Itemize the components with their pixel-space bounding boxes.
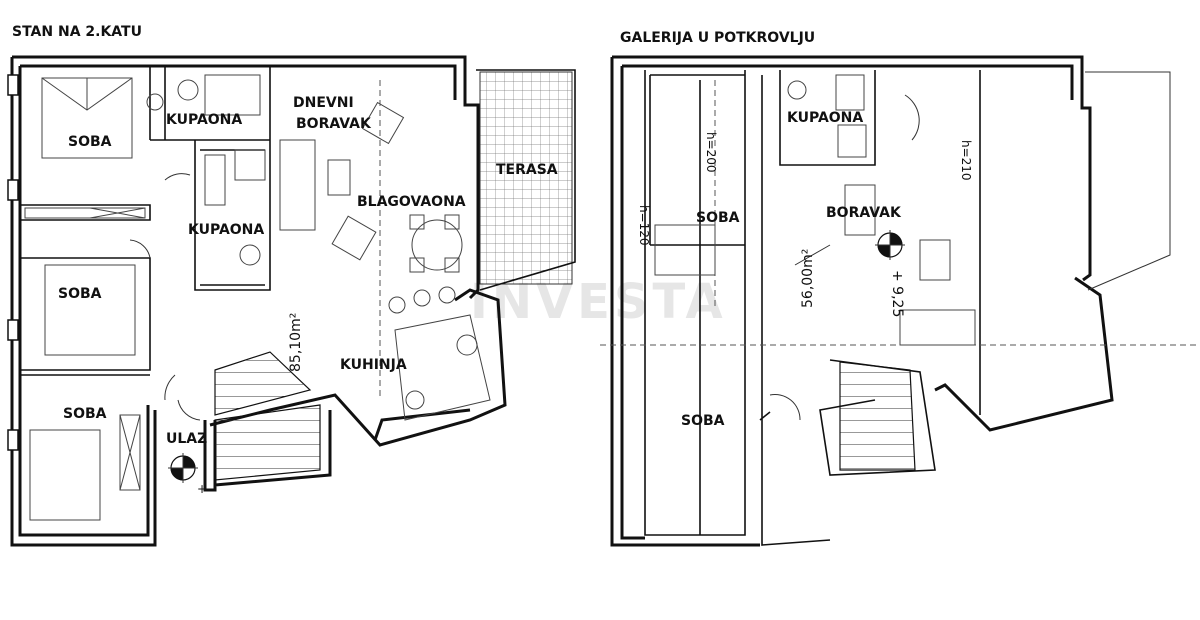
- attic-toilet: [787, 80, 807, 100]
- dining-table: [411, 219, 463, 271]
- attic-sofa: [844, 184, 876, 236]
- compass-left-cross: [168, 453, 198, 483]
- room-soba-attic-2: SOBA: [681, 413, 725, 429]
- bath-1-basin: [204, 74, 261, 116]
- level-right: + 9,25: [889, 270, 905, 317]
- coffee-table: [327, 159, 351, 196]
- room-kupaona-attic: KUPAONA: [787, 110, 863, 126]
- attic-bed-left: [654, 224, 716, 276]
- stairs-upper: [214, 351, 312, 416]
- area-left: 85,10m²: [288, 313, 304, 372]
- inner-wall-lower: [203, 288, 507, 492]
- room-ulaz: ULAZ: [166, 431, 207, 447]
- bed-3: [29, 429, 101, 521]
- room-soba-2: SOBA: [58, 286, 102, 302]
- area-right: 56,00m²: [800, 249, 816, 308]
- plan-2nd-floor: STAN NA 2.KATU: [7, 24, 576, 547]
- room-terasa: TERASA: [496, 162, 558, 178]
- plan-attic: GALERIJA U POTKROVLJU KUPAONA BORAVAK SO…: [600, 30, 1200, 547]
- bed-2: [44, 264, 136, 356]
- outer-wall-left: [10, 55, 480, 547]
- attic-stairs-rail: [819, 359, 936, 476]
- wall-pier-1: [7, 74, 19, 96]
- plus-marker: +: [197, 482, 207, 496]
- armchair-2: [331, 215, 377, 261]
- compass-right-cross: [875, 230, 905, 260]
- bar-stool-2: [413, 289, 431, 307]
- room-soba-attic-1: SOBA: [696, 210, 740, 226]
- chair-2: [444, 214, 460, 230]
- door-arcs: [129, 173, 201, 421]
- outer-wall-right: [610, 55, 1114, 547]
- wall-pier-2: [7, 179, 19, 201]
- attic-desk: [899, 309, 976, 346]
- interior-walls: [20, 66, 271, 376]
- stove: [456, 334, 478, 356]
- kitchen-counter: [394, 314, 491, 421]
- chair-1: [409, 214, 425, 230]
- wardrobe-2-lines: [119, 414, 141, 491]
- room-soba-3: SOBA: [63, 406, 107, 422]
- bar-stool-1: [388, 296, 406, 314]
- sofa: [279, 139, 316, 231]
- wall-pier-4: [7, 429, 19, 451]
- chair-3: [409, 257, 425, 273]
- plan-title-right: GALERIJA U POTKROVLJU: [620, 30, 815, 46]
- terrace-grid: [479, 71, 573, 285]
- armchair-1: [361, 101, 405, 145]
- gallery-edges: [644, 70, 981, 546]
- room-dnevni: DNEVNI: [293, 95, 354, 111]
- wardrobe-1: [24, 207, 146, 219]
- chair-4: [444, 257, 460, 273]
- soba-inner: [649, 74, 745, 535]
- attic-stairs: [839, 361, 916, 471]
- room-kuhinja: KUHINJA: [340, 357, 407, 373]
- plan-title-left: STAN NA 2.KATU: [12, 24, 142, 40]
- room-boravak: BORAVAK: [296, 116, 372, 132]
- room-boravak-attic: BORAVAK: [826, 205, 902, 221]
- height-210: h=210: [959, 140, 973, 181]
- bath-2-toilet: [239, 244, 261, 266]
- bar-stool-3: [438, 286, 456, 304]
- wardrobe-1-lines: [89, 207, 146, 219]
- terrace-outline: [476, 69, 576, 291]
- room-blagovaona: BLAGOVAONA: [357, 194, 466, 210]
- bath-2-shower: [234, 149, 266, 181]
- attic-door-arcs: [769, 94, 920, 421]
- wall-pier-3: [7, 319, 19, 341]
- bed-1-pillows: [41, 77, 133, 111]
- room-kupaona-2: KUPAONA: [188, 222, 264, 238]
- plant-1: [146, 93, 164, 111]
- room-kupaona-1: KUPAONA: [166, 112, 242, 128]
- attic-shower: [837, 124, 867, 158]
- sink: [405, 390, 425, 410]
- stairs-lower: [214, 404, 321, 481]
- wardrobe-2: [119, 414, 141, 491]
- room-soba-1: SOBA: [68, 134, 112, 150]
- attic-basin: [835, 74, 865, 111]
- height-200: h=200: [704, 132, 718, 173]
- gallery-outline-right: [1085, 71, 1171, 291]
- attic-table: [919, 239, 951, 281]
- height-120: h=120: [637, 205, 651, 246]
- bath-1-toilet: [177, 79, 199, 101]
- bath-2-tub: [204, 154, 226, 206]
